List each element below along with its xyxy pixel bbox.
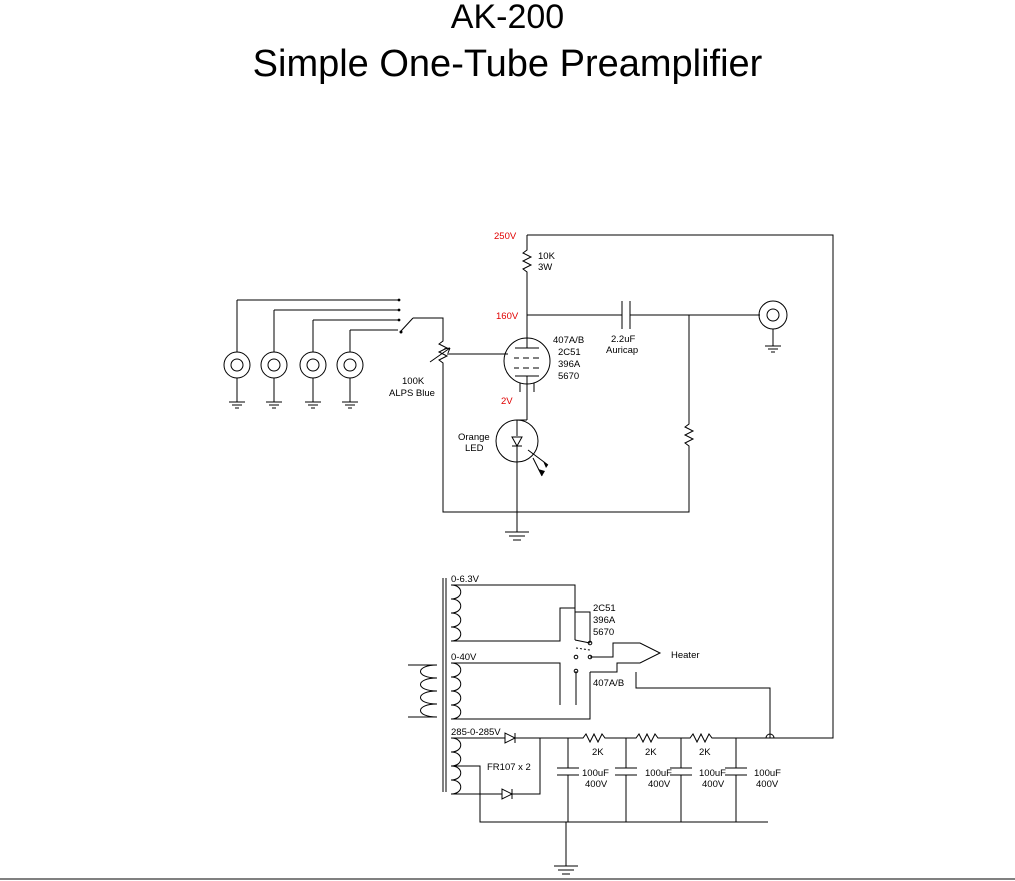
volume-potentiometer: 100K ALPS Blue <box>389 317 508 399</box>
power-transformer: 0-6.3V 0-40V 285-0-285V <box>408 574 768 823</box>
vacuum-tube: 407A/B 2C51 396A 5670 <box>503 335 584 420</box>
schematic-title: AK-200 <box>450 0 565 36</box>
filter-resistor-1-value: 2K <box>592 747 604 758</box>
title-block: AK-200 Simple One-Tube Preamplifier <box>0 0 1015 86</box>
output-jack <box>758 300 788 353</box>
filter-resistor-2-value: 2K <box>645 747 657 758</box>
coupling-cap-value: 2.2uF <box>611 334 635 345</box>
heater-tube-2: 396A <box>593 615 616 626</box>
voltage-250v-label: 250V <box>494 231 517 242</box>
filter-cap-4-value: 100uF <box>754 768 781 779</box>
filter-cap-1-voltage: 400V <box>585 779 608 790</box>
heater-label: Heater <box>671 650 700 661</box>
heater-tube-3: 5670 <box>593 627 614 638</box>
rectifier-diodes: FR107 x 2 <box>487 732 541 800</box>
tube-type-4: 5670 <box>558 371 579 382</box>
filter-cap-2-voltage: 400V <box>648 779 671 790</box>
coupling-capacitor: 2.2uF Auricap <box>527 301 760 356</box>
secondary-heater-label: 0-6.3V <box>451 574 480 585</box>
filter-cap-4-voltage: 400V <box>756 779 779 790</box>
schematic-subtitle: Simple One-Tube Preamplifier <box>252 43 763 85</box>
input-jack-3 <box>299 351 327 409</box>
input-jack-4 <box>336 351 364 409</box>
tube-type-2: 2C51 <box>558 347 581 358</box>
orange-led: Orange LED <box>458 419 549 512</box>
diode-label: FR107 x 2 <box>487 762 531 773</box>
power-supply-filter: 2K 2K 2K 100uF 400V 100uF 400V 100uF 400… <box>540 732 781 822</box>
output-load-resistor <box>442 315 695 513</box>
secondary-40v-label: 0-40V <box>451 652 477 663</box>
signal-ground <box>505 512 529 541</box>
filter-resistor-3-value: 2K <box>699 747 711 758</box>
supply-ground <box>554 822 578 875</box>
plate-resistor-power: 3W <box>538 262 552 273</box>
heater-selector-switch: 2C51 396A 5670 407A/B Heater <box>573 603 771 738</box>
plate-resistor-value: 10K <box>538 251 556 262</box>
voltage-160v-label: 160V <box>496 311 519 322</box>
led-label-1: Orange <box>458 432 490 443</box>
led-label-2: LED <box>465 443 484 454</box>
heater-tube-1: 2C51 <box>593 603 616 614</box>
filter-cap-3-value: 100uF <box>699 768 726 779</box>
heater-tube-4: 407A/B <box>593 678 624 689</box>
filter-cap-2-value: 100uF <box>645 768 672 779</box>
input-selector-switch <box>236 298 414 352</box>
pot-brand: ALPS Blue <box>389 388 435 399</box>
voltage-2v-label: 2V <box>501 396 513 407</box>
input-jack-1 <box>223 351 251 409</box>
filter-cap-3-voltage: 400V <box>702 779 725 790</box>
plate-resistor: 10K 3W <box>521 235 556 348</box>
tube-type-3: 396A <box>558 359 581 370</box>
secondary-hv-label: 285-0-285V <box>451 727 501 738</box>
pot-value: 100K <box>402 376 425 387</box>
coupling-cap-brand: Auricap <box>606 345 638 356</box>
input-jack-2 <box>260 351 288 409</box>
filter-cap-1-value: 100uF <box>582 768 609 779</box>
b-plus-rail <box>527 234 834 739</box>
tube-type-1: 407A/B <box>553 335 584 346</box>
